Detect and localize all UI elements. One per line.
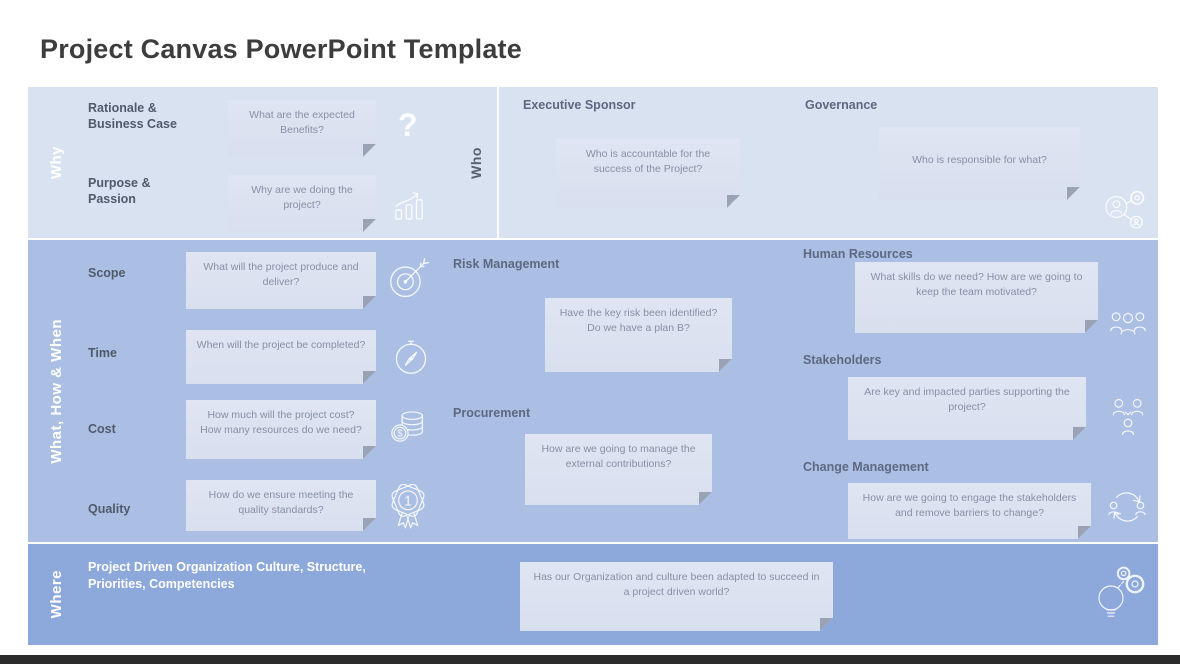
people-cycle-arrows-icon: [1104, 484, 1150, 530]
people-network-icon: [1100, 187, 1148, 235]
scope-label: Scope: [88, 266, 126, 280]
svg-text:1: 1: [404, 493, 412, 509]
page-title: Project Canvas PowerPoint Template: [40, 34, 522, 64]
coins-icon: $: [388, 406, 430, 446]
row-why-side-label: Why: [28, 87, 84, 238]
human-resources-note: What skills do we need? How are we going…: [855, 262, 1098, 333]
compass-icon: [390, 334, 432, 380]
purpose-passion-label: Purpose & Passion: [88, 176, 151, 206]
where-heading: Project Driven Organization Culture, Str…: [88, 560, 366, 591]
team-icon: [1106, 308, 1150, 338]
rationale-business-case-label: Rationale & Business Case: [88, 101, 177, 131]
stakeholders-header: Stakeholders: [803, 353, 882, 367]
governance-note: Who is responsible for what?: [879, 127, 1080, 200]
question-mark-icon: ?: [398, 107, 418, 143]
cost-label: Cost: [88, 422, 116, 436]
where-note: Has our Organization and culture been ad…: [520, 562, 833, 631]
human-resources-header: Human Resources: [803, 247, 913, 261]
who-label: Who: [468, 146, 484, 179]
row-who-side-label: Who: [456, 87, 496, 238]
executive-sponsor-note: Who is accountable for the success of th…: [556, 139, 740, 208]
target-arrow-icon: [388, 256, 432, 302]
quality-note: How do we ensure meeting the quality sta…: [186, 480, 376, 531]
why-label: Why: [47, 145, 65, 180]
purpose-note: Why are we doing the project?: [228, 175, 376, 232]
procurement-note: How are we going to manage the external …: [525, 434, 712, 505]
row-what-how-when: What, How & When Scope What will the pro…: [28, 240, 1158, 542]
cost-note: How much will the project cost? How many…: [186, 400, 376, 459]
connected-people-icon: [1108, 395, 1148, 443]
row-where: Where Project Driven Organization Cultur…: [28, 544, 1158, 645]
quality-label: Quality: [88, 502, 131, 516]
procurement-header: Procurement: [453, 406, 531, 420]
where-label: Where: [47, 570, 65, 619]
time-label: Time: [88, 346, 117, 360]
executive-sponsor-header: Executive Sponsor: [523, 98, 636, 112]
risk-management-note: Have the key risk been identified? Do we…: [545, 298, 732, 372]
change-management-header: Change Management: [803, 460, 929, 474]
stakeholders-note: Are key and impacted parties supporting …: [848, 377, 1086, 440]
scope-note: What will the project produce and delive…: [186, 252, 376, 309]
row-why-who: Why Rationale & Business Case What are t…: [28, 87, 1158, 238]
risk-management-header: Risk Management: [453, 257, 560, 271]
lightbulb-gears-icon: [1092, 558, 1148, 620]
row-what-side-label: What, How & When: [28, 240, 84, 542]
bottom-bar: [0, 655, 1180, 664]
growth-chart-icon: [390, 185, 430, 223]
governance-header: Governance: [805, 98, 878, 112]
svg-text:$: $: [397, 429, 403, 440]
time-note: When will the project be completed?: [186, 330, 376, 384]
project-canvas: Why Rationale & Business Case What are t…: [28, 87, 1158, 645]
row-where-side-label: Where: [28, 544, 84, 645]
what-how-when-label: What, How & When: [47, 318, 65, 464]
change-management-note: How are we going to engage the stakehold…: [848, 483, 1091, 539]
medal-first-place-icon: 1: [386, 482, 430, 532]
rationale-note: What are the expected Benefits?: [228, 100, 376, 157]
why-who-divider: [497, 87, 499, 238]
